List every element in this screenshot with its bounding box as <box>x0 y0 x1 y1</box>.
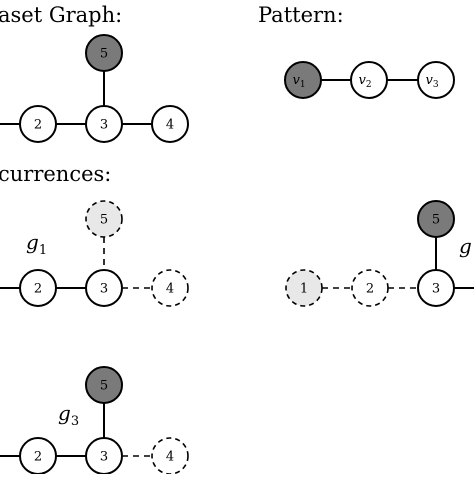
node-circle <box>417 200 455 238</box>
pattern-heading: Pattern: <box>258 3 344 27</box>
node-label: 1 <box>300 282 308 297</box>
node-4-dashed: 4 <box>151 269 189 307</box>
occurrence-label-clipped: g <box>459 234 472 258</box>
node-label: 3 <box>100 282 108 297</box>
pattern-node-v1: v1 <box>284 61 322 99</box>
node-5-dashed: 5 <box>85 200 123 238</box>
node-label: 3 <box>100 450 108 465</box>
node-4-dashed: 4 <box>151 437 189 475</box>
node-2-dashed: 2 <box>351 269 389 307</box>
node-2: 2 <box>19 437 57 475</box>
node-1-dashed: 1 <box>285 269 323 307</box>
node-label: v3 <box>425 73 438 90</box>
occurrence-label: g3 <box>58 401 79 429</box>
node-3: 3 <box>85 437 123 475</box>
pattern-node-v2: v2 <box>350 61 388 99</box>
node-label: 3 <box>432 282 440 297</box>
node-circle <box>19 269 57 307</box>
node-label: 2 <box>366 282 374 297</box>
node-3: 3 <box>417 269 455 307</box>
node-3: 3 <box>85 269 123 307</box>
node-label: 2 <box>34 282 42 297</box>
node-5: 5 <box>85 366 123 404</box>
node-label: v2 <box>358 73 371 90</box>
node-circle <box>85 34 123 72</box>
occurrence-label: g1 <box>26 230 47 258</box>
node-label: 5 <box>432 213 440 228</box>
node-circle <box>85 200 123 238</box>
node-label: 4 <box>166 450 174 465</box>
node-circle <box>417 61 455 99</box>
node-circle <box>85 269 123 307</box>
pattern-node-v3: v3 <box>417 61 455 99</box>
occurrence-g3: g3 2 3 4 5 <box>0 366 189 475</box>
node-circle <box>350 61 388 99</box>
node-5: 5 <box>417 200 455 238</box>
node-circle <box>85 366 123 404</box>
occurrence-g2: g 1 2 3 5 <box>285 200 474 307</box>
node-circle <box>19 105 57 143</box>
dataset-graph: 2 3 4 5 <box>0 34 189 143</box>
node-circle <box>417 269 455 307</box>
node-circle <box>284 61 322 99</box>
node-label: 2 <box>34 118 42 133</box>
node-label: 5 <box>100 213 108 228</box>
node-circle <box>151 269 189 307</box>
node-5: 5 <box>85 34 123 72</box>
node-circle <box>351 269 389 307</box>
occurrences-heading: currences: <box>0 162 111 186</box>
dataset-graph-heading: aset Graph: <box>0 3 122 27</box>
node-label: 3 <box>100 118 108 133</box>
pattern-graph: v1 v2 v3 <box>284 61 455 99</box>
node-label: 5 <box>100 47 108 62</box>
node-2: 2 <box>19 269 57 307</box>
node-4: 4 <box>151 105 189 143</box>
node-label: 5 <box>100 379 108 394</box>
node-2: 2 <box>19 105 57 143</box>
node-label: 4 <box>166 282 174 297</box>
node-label: 4 <box>166 118 174 133</box>
node-label: v1 <box>292 73 305 90</box>
node-3: 3 <box>85 105 123 143</box>
occurrence-g1: g1 2 3 4 5 <box>0 200 189 307</box>
node-circle <box>151 105 189 143</box>
node-label: 2 <box>34 450 42 465</box>
node-circle <box>285 269 323 307</box>
node-circle <box>85 105 123 143</box>
